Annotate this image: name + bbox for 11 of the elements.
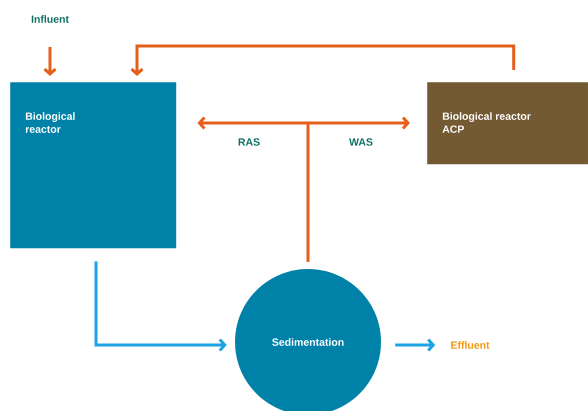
arrow xyxy=(395,338,436,352)
flow-label: Influent xyxy=(32,15,69,23)
arrow xyxy=(94,261,227,352)
process-box: Biological reactor xyxy=(10,82,176,248)
flow-label: Effluent xyxy=(451,341,490,349)
edge-label: WAS xyxy=(348,137,374,147)
process-box: Biological reactor ACP xyxy=(427,82,588,164)
arrow xyxy=(44,47,57,76)
edge-label: RAS xyxy=(236,137,262,147)
arrow xyxy=(130,44,516,76)
arrow xyxy=(306,116,410,262)
